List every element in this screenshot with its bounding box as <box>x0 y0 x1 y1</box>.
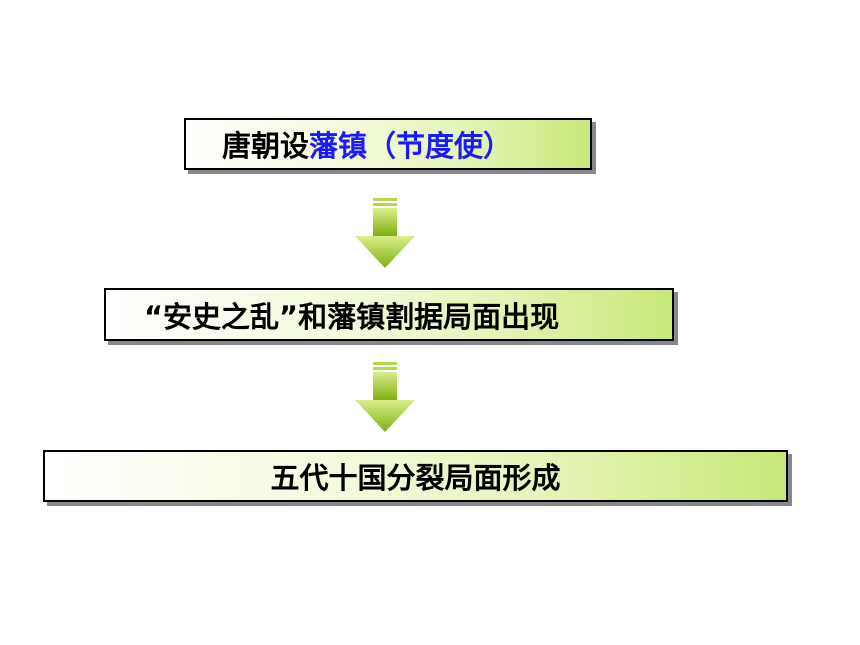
step-box-tang-fanzhen: 唐朝设藩镇（节度使） <box>184 118 592 170</box>
step2-label: “安史之乱”和藩镇割据局面出现 <box>144 299 560 334</box>
step1-highlight-text: 藩镇（节度使） <box>309 129 513 163</box>
step1-prefix-text: 唐朝设 <box>222 129 310 163</box>
down-arrow-icon <box>355 362 415 432</box>
down-arrow-icon <box>355 198 415 268</box>
step-box-five-dynasties: 五代十国分裂局面形成 <box>43 450 788 502</box>
step3-label: 五代十国分裂局面形成 <box>270 461 561 495</box>
step-box-anshi-rebellion: “安史之乱”和藩镇割据局面出现 <box>104 288 674 341</box>
